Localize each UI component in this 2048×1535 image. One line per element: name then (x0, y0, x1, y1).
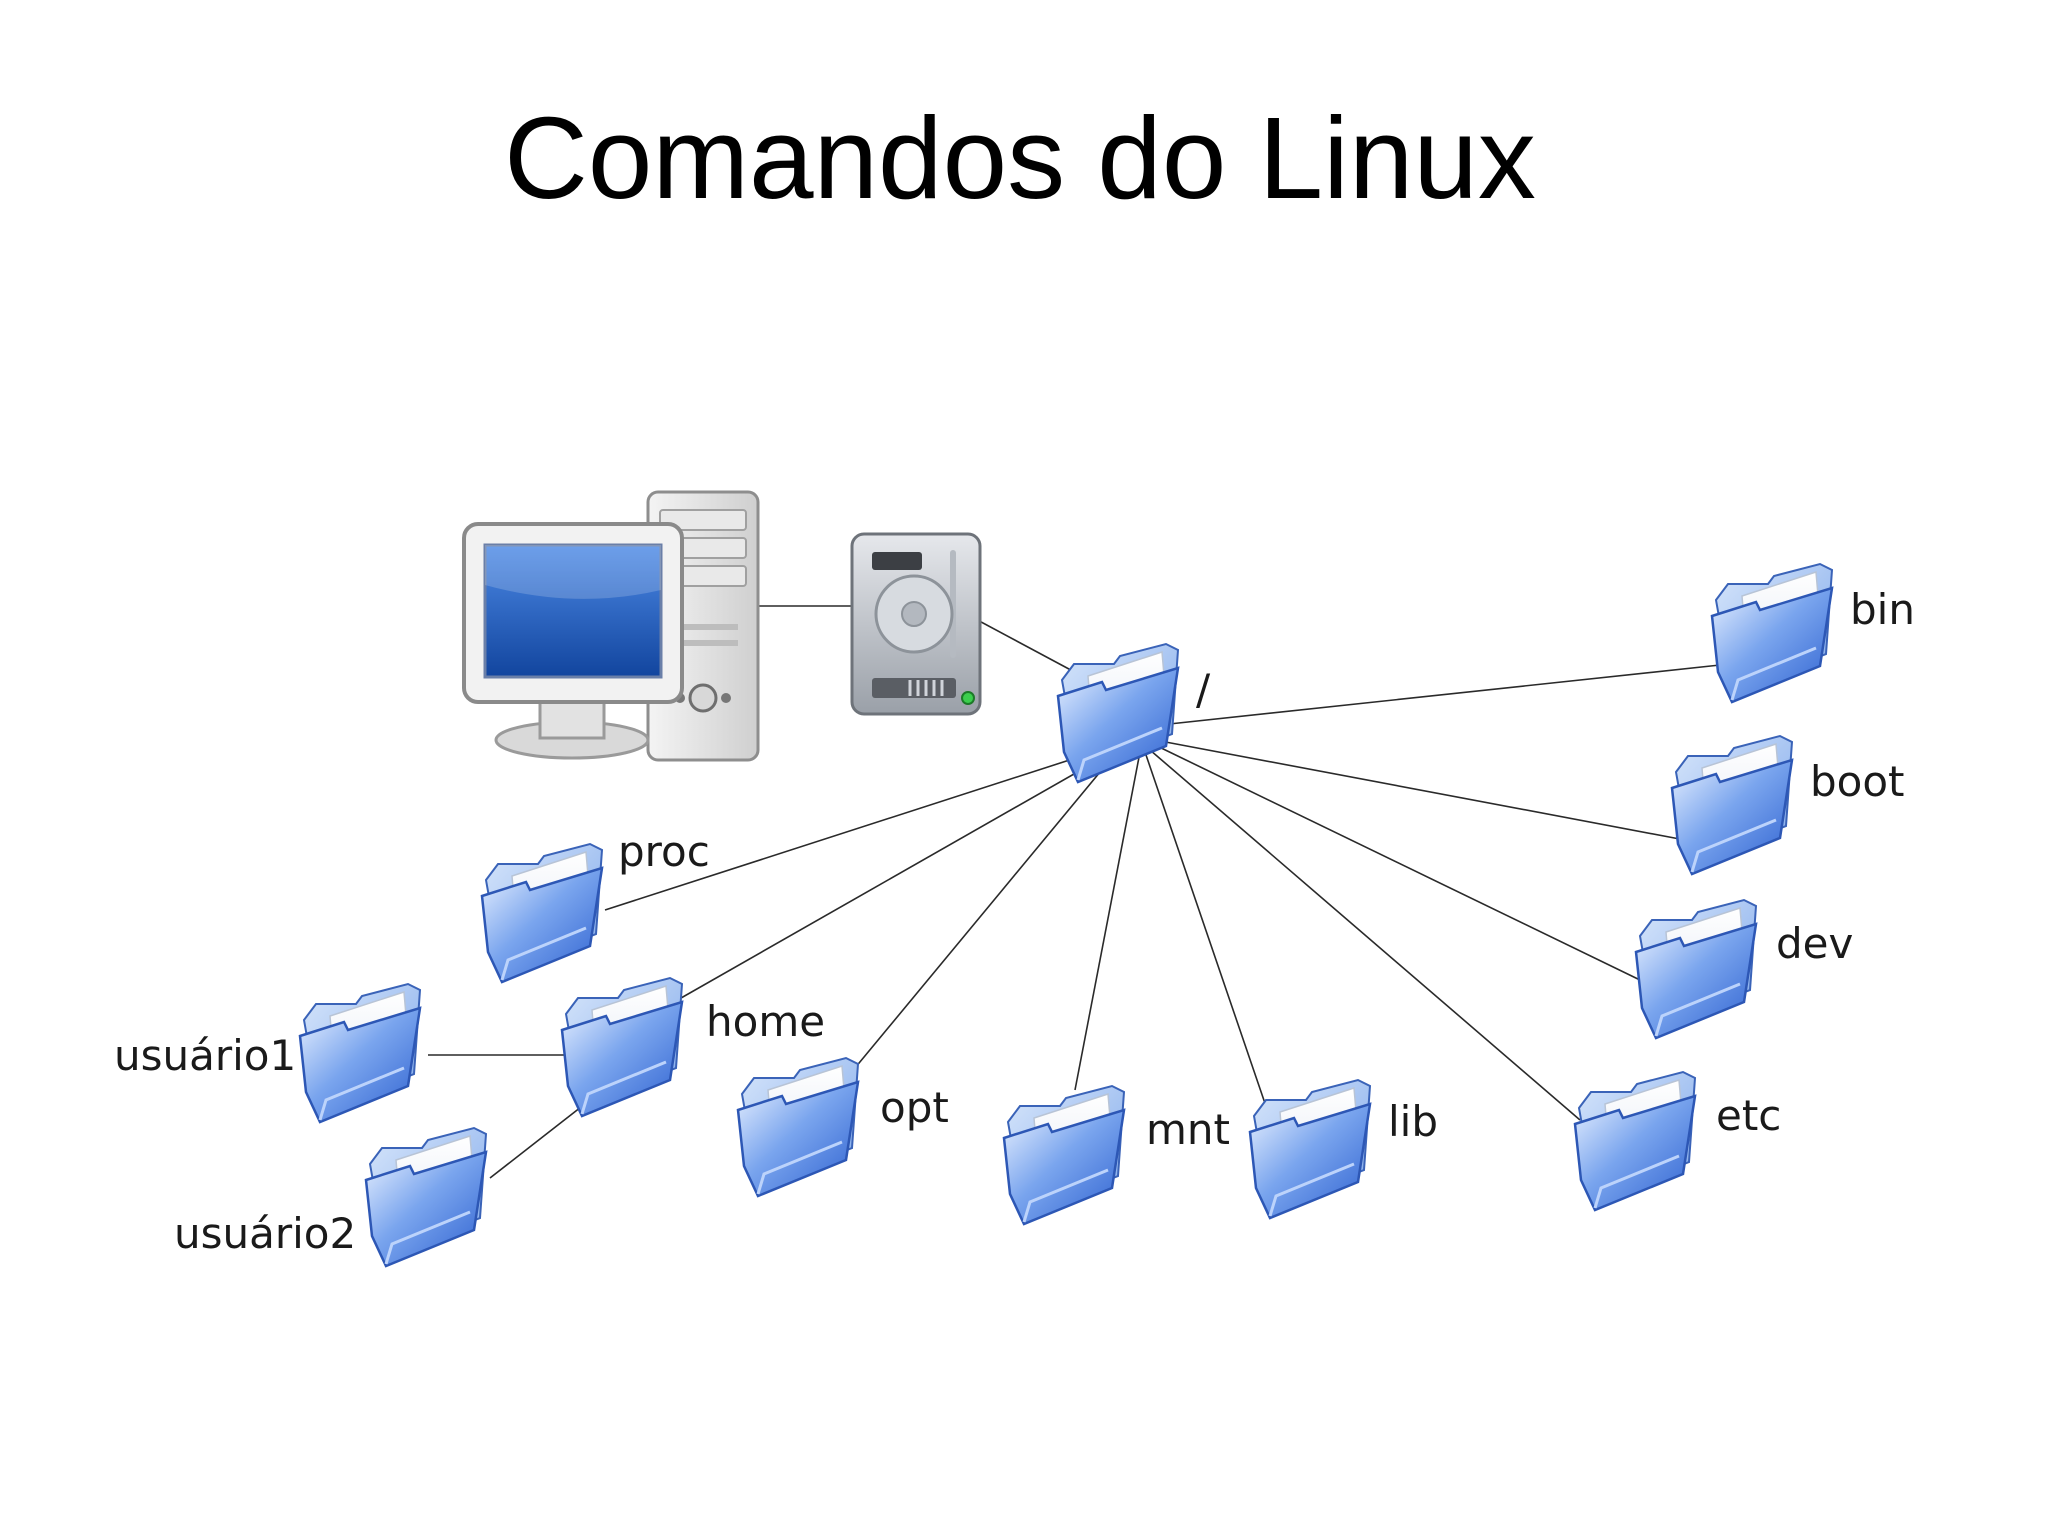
opt-folder-icon (736, 1056, 860, 1198)
proc-label: proc (618, 827, 710, 876)
etc-label: etc (1716, 1091, 1781, 1140)
home-folder-icon (560, 976, 684, 1118)
connection-lines (428, 601, 1721, 1179)
link-root-opt (844, 759, 1111, 1081)
link-root-home (659, 761, 1096, 1011)
link-root-boot (1154, 739, 1686, 841)
link-root-proc (604, 754, 1086, 911)
usuario1-folder-icon (298, 982, 422, 1124)
link-home-usuario2 (489, 1099, 591, 1179)
usuario2-folder-icon (364, 1126, 488, 1268)
bin-folder-icon (1710, 562, 1834, 704)
link-root-bin (1159, 664, 1721, 726)
link-root-mnt (1074, 751, 1141, 1091)
slide-title: Comandos do Linux (504, 93, 1536, 223)
bin-label: bin (1850, 585, 1915, 634)
root-folder-icon (1056, 642, 1180, 784)
mnt-folder-icon (1002, 1084, 1126, 1226)
usuario2-label: usuário2 (174, 1209, 356, 1258)
link-root-dev (1154, 744, 1641, 981)
computer-icon (462, 490, 760, 762)
mnt-label: mnt (1146, 1105, 1230, 1154)
proc-folder-icon (480, 842, 604, 984)
hard-disk-icon (850, 532, 982, 716)
dev-folder-icon (1634, 898, 1758, 1040)
dev-label: dev (1776, 919, 1853, 968)
link-root-lib (1144, 751, 1271, 1119)
etc-folder-icon (1573, 1070, 1697, 1212)
home-label: home (706, 997, 825, 1046)
boot-folder-icon (1670, 734, 1794, 876)
lib-label: lib (1388, 1097, 1438, 1146)
lib-folder-icon (1248, 1078, 1372, 1220)
root-label: / (1196, 665, 1211, 714)
usuario1-label: usuário1 (114, 1031, 296, 1080)
opt-label: opt (880, 1083, 949, 1132)
boot-label: boot (1810, 757, 1905, 806)
link-root-etc (1149, 749, 1581, 1121)
